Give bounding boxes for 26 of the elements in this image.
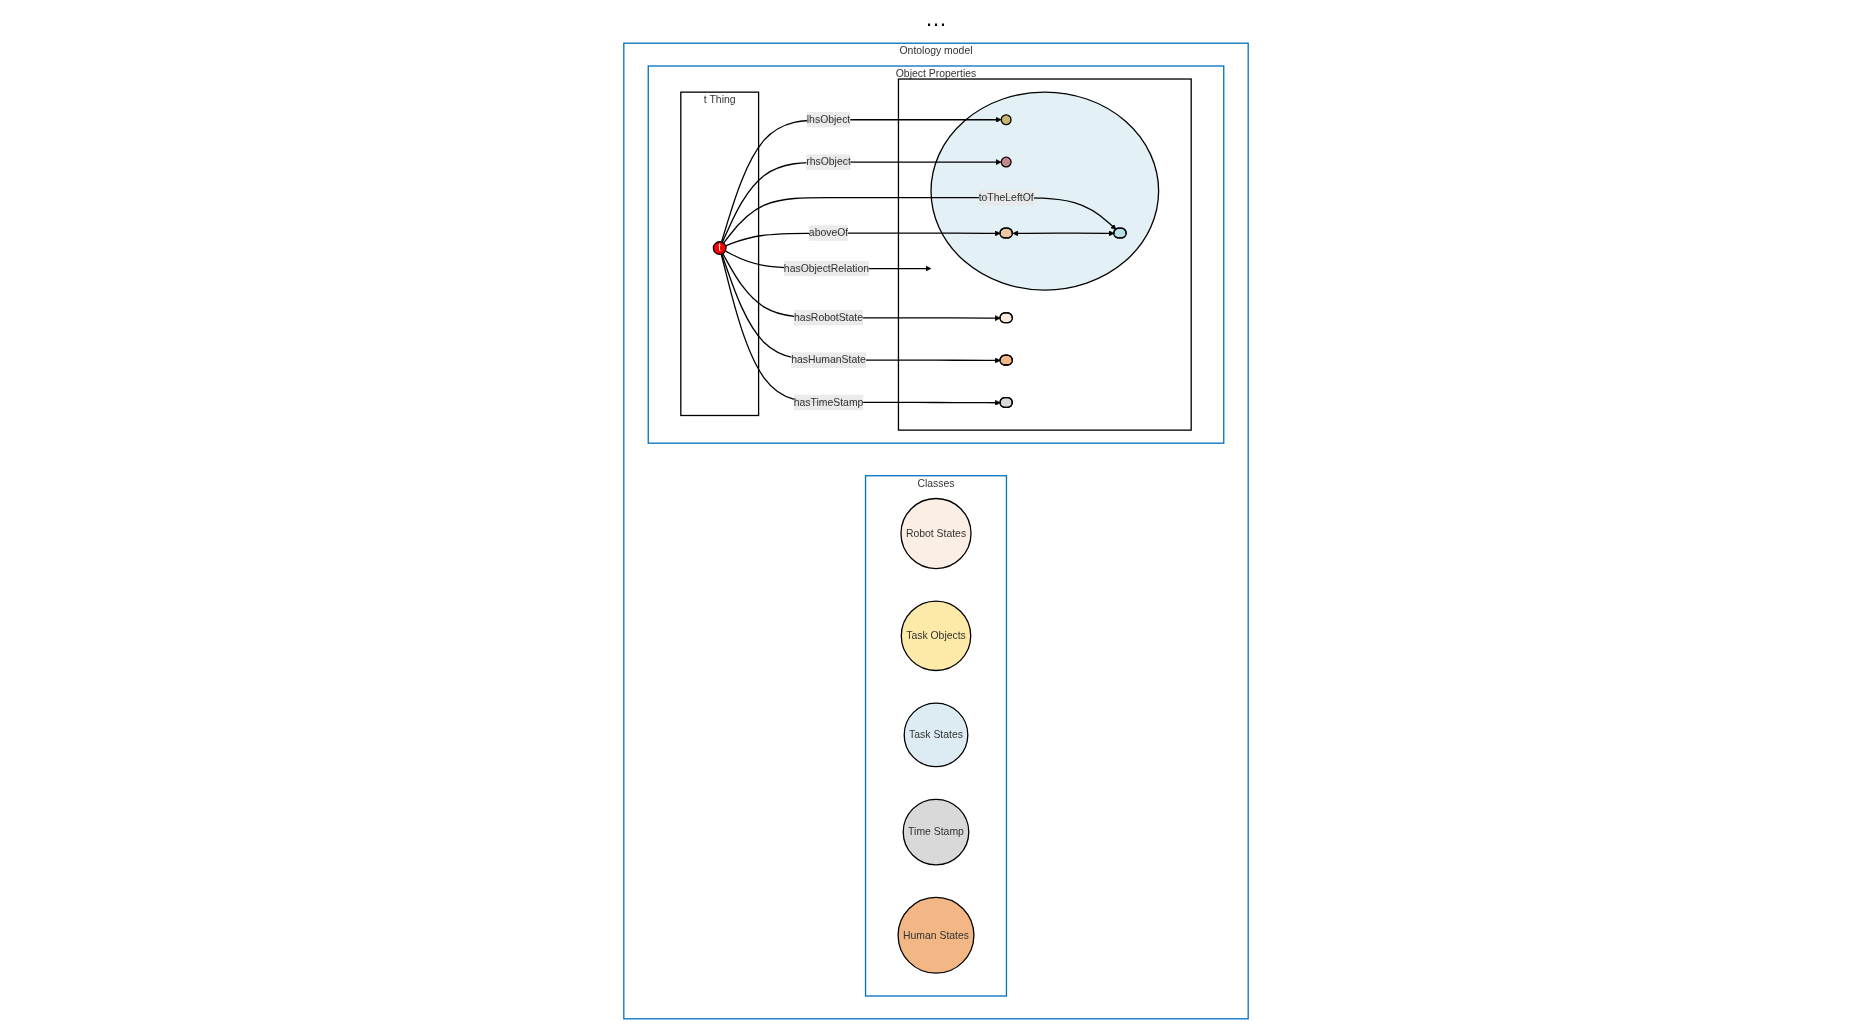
ellipsis-note: … [925,6,947,31]
node-circle: Human States [897,896,975,974]
edge-label: hasRobotState [794,311,863,324]
edge-label: hasHumanState [791,354,866,366]
arrow [721,253,1001,364]
node-circle [1000,114,1012,126]
edge-label: hasObjectRelation [783,262,869,274]
node-circle: Time Stamp [902,798,970,866]
arrow [720,253,1001,406]
edge-label: hasTimeStamp [793,396,864,408]
edge-label: lhsObject [806,113,851,125]
node-circle: Robot States [900,497,972,570]
arrow [722,196,1117,244]
arrow [1012,230,1115,237]
node-circle: Task Objects [900,600,972,672]
cluster [897,78,1192,431]
edge-label: rhsObject [806,156,851,168]
node-circle: t [712,241,727,256]
arrow [722,253,1001,321]
edge-label: toTheLeftOf [978,191,1034,203]
arrow [721,159,1002,243]
cluster [930,91,1160,291]
edge-label: aboveOf [808,227,849,239]
node-circle: Task States [903,702,969,768]
node-circle [1000,156,1012,168]
arrow [720,116,1002,243]
